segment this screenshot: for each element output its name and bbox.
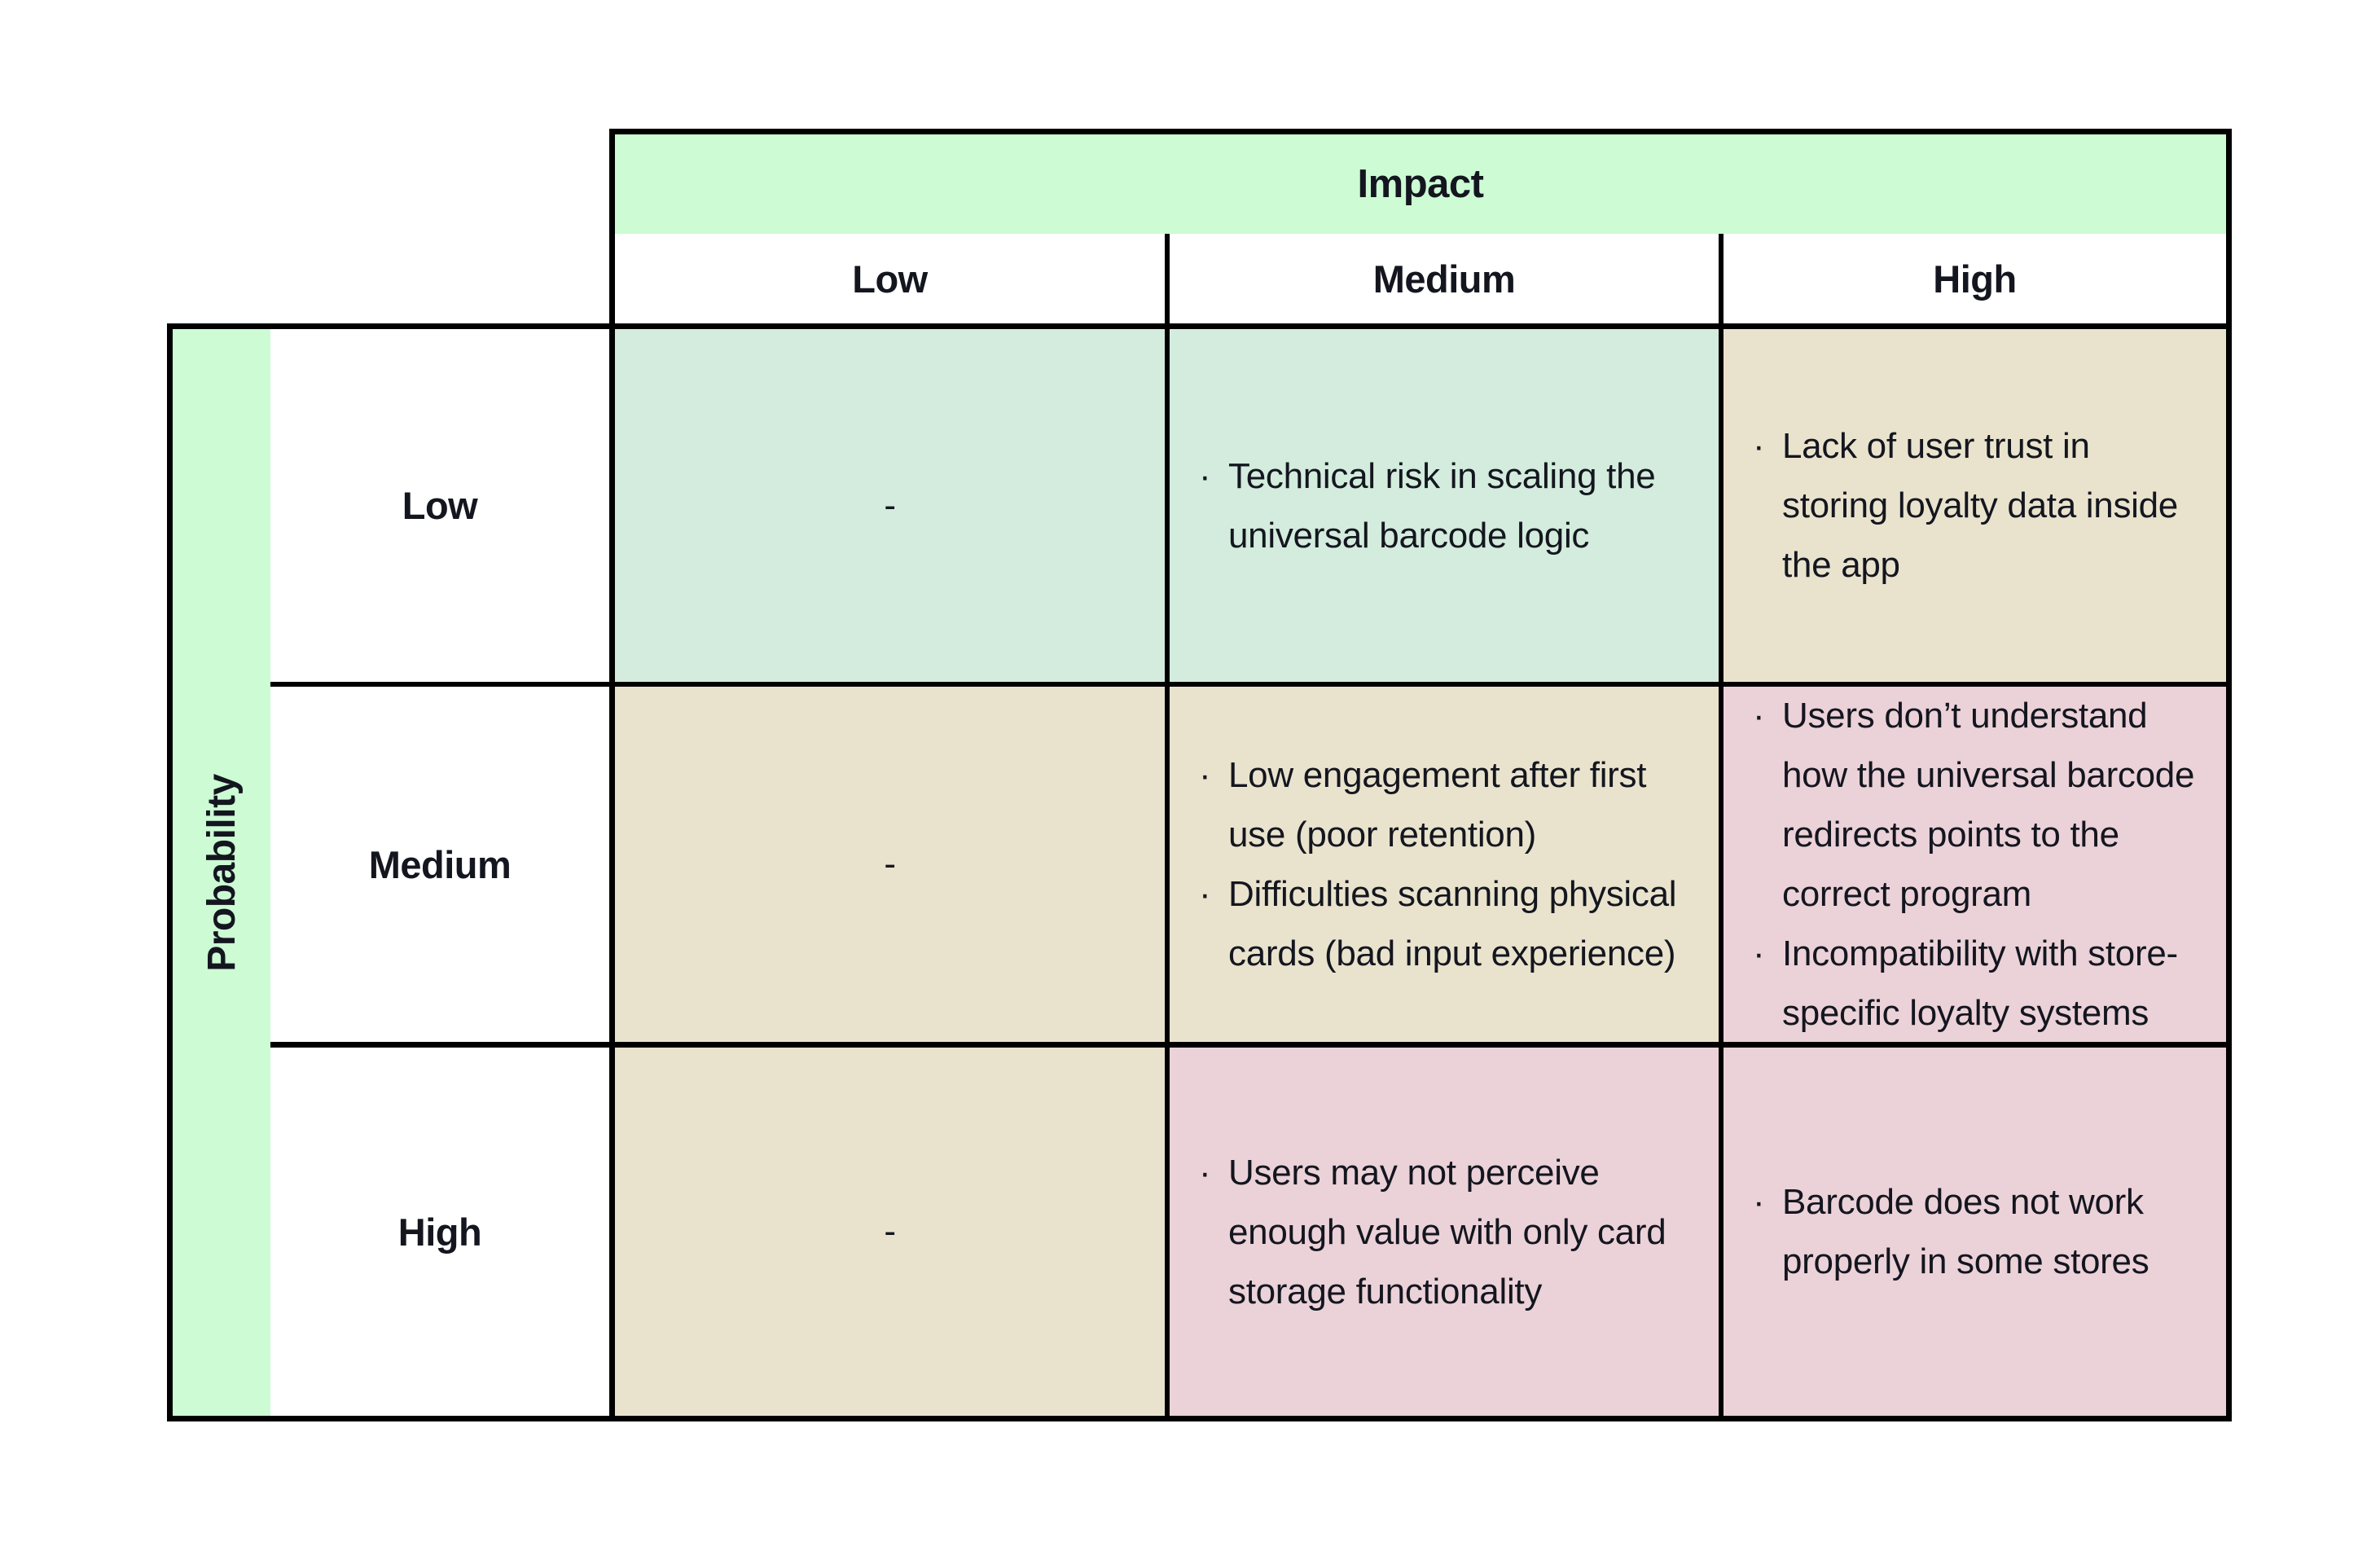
risk-item: · Barcode does not work properly in some… bbox=[1746, 1172, 2202, 1291]
risk-item-text: Difficulties scanning physical cards (ba… bbox=[1228, 874, 1677, 973]
risk-item: · Low engagement after first use (poor r… bbox=[1192, 745, 1694, 864]
bullet-icon: · bbox=[1199, 755, 1211, 795]
risk-item: · Users don’t understand how the univers… bbox=[1746, 686, 2202, 924]
impact-header-block: Impact Low Medium High bbox=[609, 129, 2232, 323]
risk-item-text: Lack of user trust in storing loyalty da… bbox=[1782, 426, 2178, 585]
empty-cell-dash: - bbox=[884, 844, 896, 884]
cell-prob-low-impact-low: - bbox=[609, 329, 1165, 682]
bullet-icon: · bbox=[1199, 1152, 1211, 1193]
impact-axis-label: Impact bbox=[615, 134, 2226, 234]
risk-item-text: Incompatibility with store-specific loya… bbox=[1782, 934, 2178, 1033]
probability-level-low: Low bbox=[270, 329, 609, 682]
impact-level-high: High bbox=[1719, 234, 2226, 323]
bullet-icon: · bbox=[1753, 426, 1765, 466]
risk-item-text: Technical risk in scaling the universal … bbox=[1228, 455, 1656, 556]
cell-prob-medium-impact-high: · Users don’t understand how the univers… bbox=[1719, 682, 2226, 1042]
probability-axis-strip: Probability bbox=[173, 329, 270, 1416]
risk-item: · Technical risk in scaling the universa… bbox=[1192, 446, 1694, 565]
risk-item-text: Barcode does not work properly in some s… bbox=[1782, 1182, 2149, 1281]
cell-prob-high-impact-medium: · Users may not perceive enough value wi… bbox=[1165, 1042, 1719, 1416]
risk-item-text: Users don’t understand how the universal… bbox=[1782, 696, 2195, 914]
risk-item: · Users may not perceive enough value wi… bbox=[1192, 1143, 1694, 1321]
bullet-icon: · bbox=[1753, 1182, 1765, 1222]
impact-level-row: Low Medium High bbox=[615, 234, 2226, 323]
cell-prob-high-impact-low: - bbox=[609, 1042, 1165, 1416]
cell-prob-medium-impact-medium: · Low engagement after first use (poor r… bbox=[1165, 682, 1719, 1042]
probability-level-medium: Medium bbox=[270, 682, 609, 1042]
impact-level-low: Low bbox=[852, 257, 928, 301]
probability-axis-label: Probability bbox=[200, 773, 244, 972]
empty-cell-dash: - bbox=[884, 1211, 896, 1251]
impact-level-medium: Medium bbox=[1165, 234, 1719, 323]
bullet-icon: · bbox=[1753, 696, 1765, 736]
risk-item: · Difficulties scanning physical cards (… bbox=[1192, 864, 1694, 983]
cell-prob-low-impact-high: · Lack of user trust in storing loyalty … bbox=[1719, 329, 2226, 682]
risk-item-text: Users may not perceive enough value with… bbox=[1228, 1152, 1666, 1312]
risk-item: · Lack of user trust in storing loyalty … bbox=[1746, 416, 2202, 595]
empty-cell-dash: - bbox=[884, 485, 896, 525]
bullet-icon: · bbox=[1199, 455, 1211, 496]
cell-prob-high-impact-high: · Barcode does not work properly in some… bbox=[1719, 1042, 2226, 1416]
risk-item: · Incompatibility with store-specific lo… bbox=[1746, 924, 2202, 1043]
cell-prob-low-impact-medium: · Technical risk in scaling the universa… bbox=[1165, 329, 1719, 682]
probability-level-high: High bbox=[270, 1042, 609, 1416]
cell-prob-medium-impact-low: - bbox=[609, 682, 1165, 1042]
risk-matrix-table: Probability Low Medium High - · Technica… bbox=[167, 323, 2232, 1421]
risk-item-text: Low engagement after first use (poor ret… bbox=[1228, 755, 1647, 855]
bullet-icon: · bbox=[1753, 934, 1765, 973]
bullet-icon: · bbox=[1199, 874, 1211, 914]
